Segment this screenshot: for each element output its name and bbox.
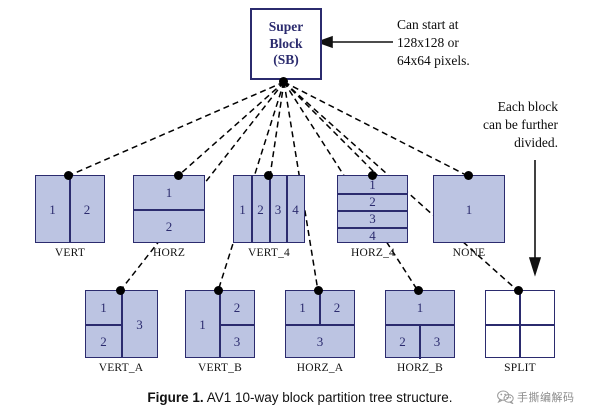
- block-none: 1: [433, 175, 505, 243]
- figure-caption: Figure 1. AV1 10-way block partition tre…: [0, 390, 600, 405]
- figure-caption-number: Figure 1.: [147, 390, 204, 405]
- block-vertb-cell-1: 1: [199, 317, 206, 332]
- block-vert4-label: VERT_4: [247, 247, 291, 259]
- block-verta-cell-2: 2: [100, 334, 107, 349]
- block-horz4-cell-2: 2: [369, 194, 376, 209]
- block-vert4-divider-1: [251, 176, 253, 242]
- block-vertb-cell-2: 2: [233, 299, 241, 315]
- block-horz-label: HORZ: [152, 247, 186, 259]
- note-start-size: Can start at 128x128 or 64x64 pixels.: [397, 17, 470, 68]
- watermark-text: 手撕编解码: [517, 391, 575, 404]
- block-vert-cell-2: 2: [83, 202, 91, 217]
- block-horza-cell-3: 3: [316, 334, 324, 349]
- block-horz4-dot: [368, 171, 377, 180]
- block-verta-dot: [116, 286, 125, 295]
- block-verta-cell-3: 3: [136, 317, 143, 332]
- block-vertb-dot: [214, 286, 223, 295]
- block-vertb-divider-h: [219, 324, 254, 326]
- block-vertb-cell-3: 3: [233, 334, 241, 349]
- block-split-label: SPLIT: [504, 362, 536, 374]
- block-verta-label: VERT_A: [98, 362, 144, 374]
- block-horz-dot: [174, 171, 183, 180]
- block-horza-label: HORZ_A: [296, 362, 344, 374]
- block-vert4: 1 2 3 4: [233, 175, 305, 243]
- block-horz: 1 2: [133, 175, 205, 243]
- block-horza-cell-2: 2: [333, 299, 341, 315]
- block-vert-divider: [69, 176, 71, 242]
- block-horz4-cell-3: 3: [369, 211, 376, 226]
- watermark: 手撕编解码: [497, 389, 575, 405]
- block-vert4-cell-2: 2: [257, 202, 264, 217]
- block-vert4-cell-3: 3: [274, 202, 282, 217]
- block-horz4-divider-1: [338, 193, 407, 195]
- block-split-cell-2: [520, 291, 554, 324]
- block-vert4-cell-4: 4: [292, 202, 299, 217]
- block-verta-divider-h: [86, 324, 122, 326]
- block-horz4-cell-4: 4: [369, 228, 376, 243]
- super-block: Super Block (SB): [250, 8, 322, 80]
- block-vert4-dot: [264, 171, 273, 180]
- block-vertb: 1 2 3: [185, 290, 255, 358]
- wire-sb-to-horz4: [283, 81, 379, 177]
- block-split: [485, 290, 555, 358]
- block-horz4: 1 2 3 4: [337, 175, 408, 243]
- block-horz4-divider-2: [338, 210, 407, 212]
- block-horz4-divider-3: [338, 227, 407, 229]
- block-verta: 1 2 3: [85, 290, 158, 358]
- arrow-divide-head: [528, 257, 542, 277]
- block-split-divider-v: [519, 291, 521, 357]
- wire-sb-to-vert: [67, 81, 285, 177]
- block-split-dot: [514, 286, 523, 295]
- block-none-dot: [464, 171, 473, 180]
- block-split-cell-1: [486, 291, 519, 324]
- block-vert4-cell-1: 1: [239, 202, 246, 217]
- block-horzb-cell-1: 1: [416, 299, 424, 315]
- block-horza: 1 2 3: [285, 290, 355, 358]
- block-horz-cell-2: 2: [165, 219, 173, 234]
- block-horzb-cell-3: 3: [433, 334, 441, 349]
- wire-sb-to-horz: [177, 81, 285, 177]
- note-further-divided: Each block can be further divided.: [483, 99, 558, 150]
- block-none-cell-1: 1: [465, 202, 473, 217]
- super-block-line3: (SB): [273, 52, 299, 68]
- super-block-line2: Block: [269, 35, 303, 51]
- block-horza-dot: [314, 286, 323, 295]
- block-horzb-divider-v: [419, 324, 421, 359]
- block-horzb: 1 2 3: [385, 290, 455, 359]
- block-vert-cell-1: 1: [49, 202, 56, 217]
- super-block-line1: Super: [268, 19, 304, 35]
- block-horz-divider: [134, 209, 204, 211]
- block-split-cell-3: [486, 325, 519, 359]
- block-horz4-cell-1: 1: [369, 176, 376, 192]
- block-horza-cell-1: 1: [299, 299, 306, 315]
- block-horzb-cell-2: 2: [399, 334, 406, 349]
- block-horz-cell-1: 1: [165, 184, 173, 200]
- wire-sb-to-vert4: [269, 81, 285, 177]
- block-vertb-label: VERT_B: [198, 362, 242, 374]
- block-horz4-label: HORZ_4: [350, 247, 395, 259]
- block-horzb-dot: [414, 286, 423, 295]
- block-vert-dot: [64, 171, 73, 180]
- figure-caption-text: AV1 10-way block partition tree structur…: [203, 390, 453, 405]
- wechat-icon: [497, 390, 514, 404]
- block-vert4-divider-3: [286, 176, 288, 242]
- block-none-label: NONE: [452, 247, 486, 259]
- hub-dot: [279, 77, 288, 86]
- block-split-cell-4: [520, 325, 554, 359]
- block-verta-cell-1: 1: [100, 299, 107, 315]
- block-horzb-label: HORZ_B: [397, 362, 443, 374]
- block-vert: 1 2: [35, 175, 105, 243]
- block-vert-label: VERT: [54, 247, 86, 259]
- block-vert4-divider-2: [269, 176, 271, 242]
- block-horza-divider-v: [319, 291, 321, 325]
